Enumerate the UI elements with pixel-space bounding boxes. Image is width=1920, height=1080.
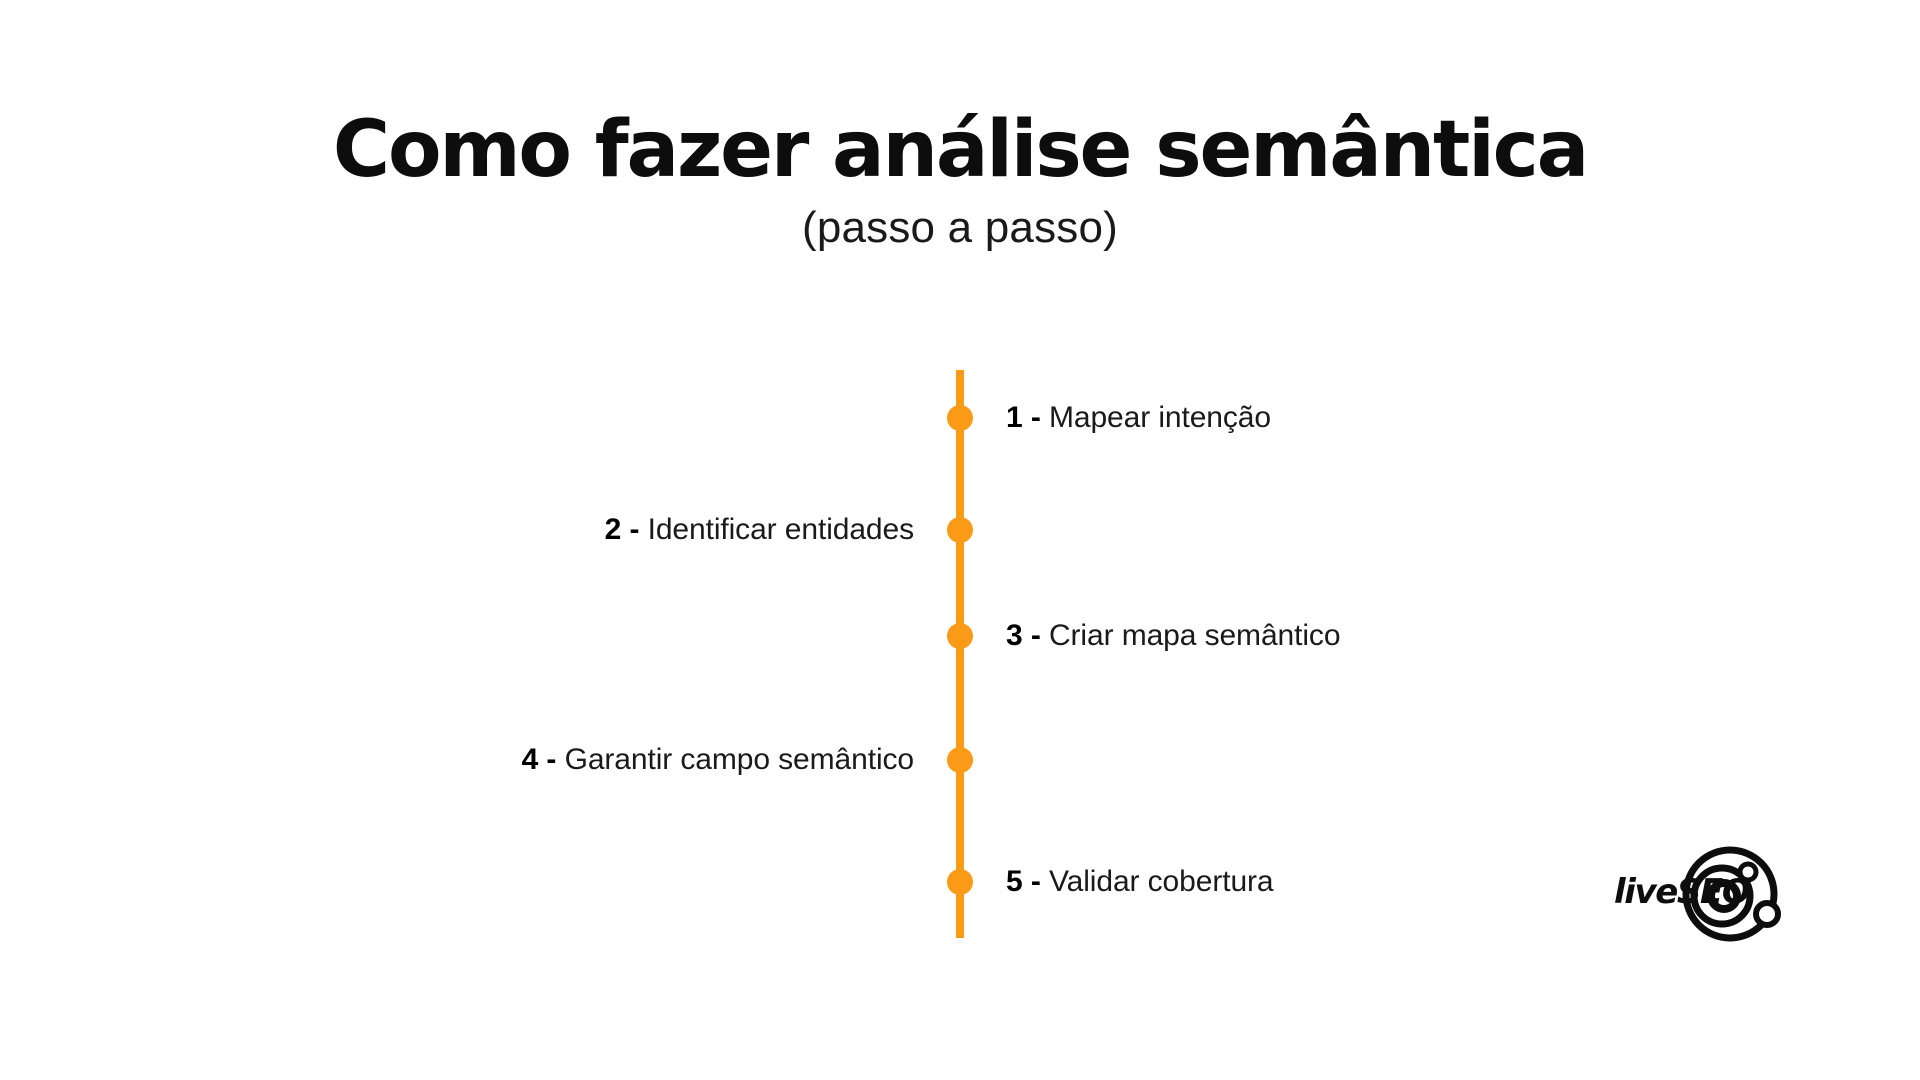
timeline-dot-4 bbox=[947, 747, 973, 773]
timeline-step-text-4: Garantir campo semântico bbox=[564, 743, 915, 776]
timeline-step-number-4: 4 - bbox=[521, 743, 557, 776]
page-title: Como fazer análise semântica bbox=[332, 105, 1589, 195]
timeline-label-1: 1 - Mapear intenção bbox=[1006, 392, 1271, 444]
timeline-step-number-2: 2 - bbox=[604, 513, 640, 546]
timeline-dot-5 bbox=[947, 869, 973, 895]
timeline-axis-line bbox=[956, 370, 964, 938]
timeline-dot-2 bbox=[947, 517, 973, 543]
timeline-dot-3 bbox=[947, 623, 973, 649]
timeline-step-number-1: 1 - bbox=[1006, 401, 1041, 434]
orbit-atom-icon bbox=[1682, 846, 1781, 942]
timeline-step-text-2: Identificar entidades bbox=[647, 513, 915, 546]
timeline-step-number-5: 5 - bbox=[1006, 865, 1041, 898]
timeline-step-number-3: 3 - bbox=[1006, 619, 1041, 652]
liveseo-logo: liveSEO bbox=[1612, 842, 1792, 950]
timeline-label-5: 5 - Validar cobertura bbox=[1006, 856, 1274, 908]
timeline-label-4: 4 - Garantir campo semântico bbox=[522, 734, 914, 786]
page-subtitle: (passo a passo) bbox=[801, 202, 1119, 252]
timeline-step-text-1: Mapear intenção bbox=[1048, 401, 1271, 434]
heading-block: Como fazer análise semântica (passo a pa… bbox=[0, 105, 1920, 252]
timeline-label-3: 3 - Criar mapa semântico bbox=[1006, 610, 1341, 662]
timeline-dot-1 bbox=[947, 405, 973, 431]
timeline-step-text-3: Criar mapa semântico bbox=[1048, 619, 1341, 652]
timeline-label-2: 2 - Identificar entidades bbox=[605, 504, 914, 556]
logo-wordmark: liveSEO bbox=[1614, 872, 1751, 912]
timeline-step-text-5: Validar cobertura bbox=[1048, 865, 1274, 898]
